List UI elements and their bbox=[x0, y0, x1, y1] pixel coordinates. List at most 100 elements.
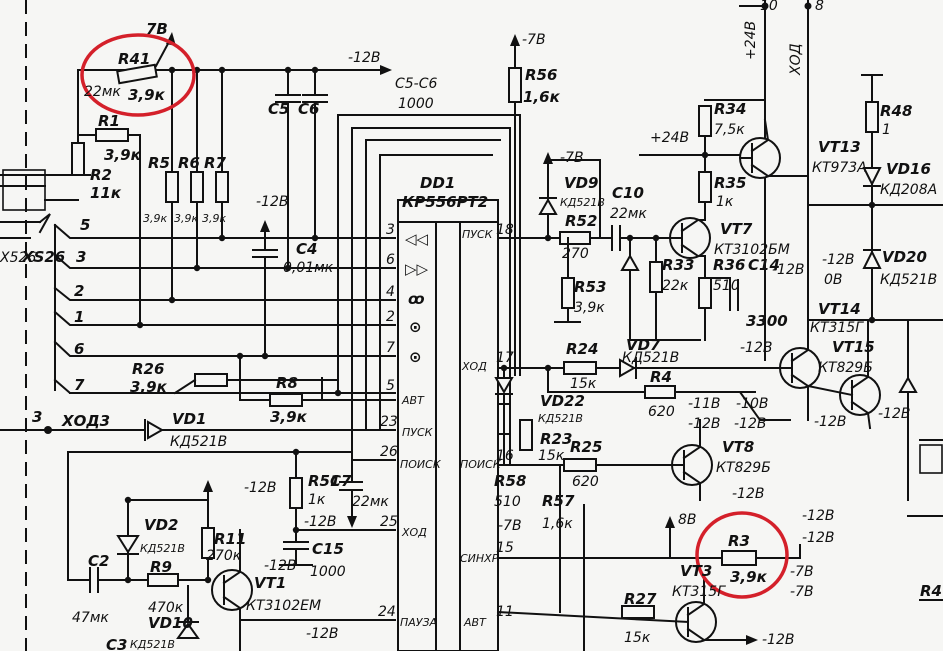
label-minus12-r3b: -12В bbox=[802, 530, 834, 546]
label-VD7-value: КД521В bbox=[622, 350, 679, 366]
label-VD22: VD22 bbox=[540, 392, 585, 410]
label-contact1: 1 bbox=[74, 308, 84, 326]
resistor-R5 bbox=[165, 171, 179, 203]
label-VD10-value: КД521В bbox=[130, 638, 175, 651]
label-C14: C14 bbox=[748, 256, 780, 274]
label-minus7-vd9: -7В bbox=[560, 150, 584, 166]
label-R5-value: 3,9к bbox=[143, 212, 167, 225]
capacitor-C2 bbox=[89, 567, 99, 593]
label-VT14-value: КТ315Г bbox=[810, 320, 864, 336]
resistor-R36 bbox=[698, 277, 712, 309]
func-poisk-right: ПОИСК bbox=[460, 458, 502, 471]
label-R57: R57 bbox=[542, 492, 575, 510]
resistor-R53 bbox=[561, 277, 575, 309]
highlight-ring-R3 bbox=[695, 511, 789, 599]
label-minus12-r4b: -12В bbox=[734, 416, 766, 432]
label-plus24-top: +24В bbox=[743, 21, 759, 60]
label-VD10: VD10 bbox=[148, 614, 193, 632]
label-VT14: VT14 bbox=[818, 300, 861, 318]
resistor-R7 bbox=[215, 171, 229, 203]
label-R3: R3 bbox=[728, 532, 750, 550]
label-n3: 3 bbox=[32, 408, 42, 426]
label-22mk: 22мк bbox=[84, 84, 121, 100]
label-R27: R27 bbox=[624, 590, 657, 608]
resistor-R34 bbox=[698, 105, 712, 137]
label-minus12-vt3: -12В bbox=[762, 632, 794, 648]
label-minus7-r58: -7В bbox=[498, 518, 522, 534]
label-VD20-value: КД521В bbox=[880, 272, 937, 288]
label-minus12-right: -12В bbox=[878, 406, 910, 422]
label-R2: R2 bbox=[90, 166, 112, 184]
label-minus11: -11В bbox=[688, 396, 720, 412]
label-C3: С3 bbox=[106, 636, 127, 651]
label-R26: R26 bbox=[132, 360, 164, 378]
label-minus12-vt14: -12В bbox=[740, 340, 772, 356]
fast-forward-icon: ▷▷ bbox=[405, 260, 429, 278]
func-khod-left: ХОД bbox=[401, 526, 427, 539]
diode-VD16 bbox=[862, 167, 882, 187]
label-R23: R23 bbox=[540, 430, 572, 448]
func-avt-left: АВТ bbox=[401, 394, 425, 407]
label-R35: R35 bbox=[714, 174, 746, 192]
chip-DD1 bbox=[397, 199, 499, 651]
label-C2: C2 bbox=[88, 552, 109, 570]
capacitor-C15 bbox=[283, 541, 309, 550]
label-R6-value: 3,9к bbox=[174, 212, 198, 225]
resistor-R6 bbox=[190, 171, 204, 203]
label-C2-value: 47мк bbox=[72, 610, 109, 626]
label-R25-value: 620 bbox=[572, 474, 599, 490]
label-R3-value: 3,9к bbox=[730, 568, 768, 586]
label-R57-value: 1,6к bbox=[542, 516, 573, 532]
label-contact5: 5 bbox=[80, 216, 90, 234]
resistor-R51 bbox=[289, 477, 303, 509]
transistor-VT8 bbox=[671, 444, 713, 486]
label-VD16-value: КД208А bbox=[880, 182, 937, 198]
label-R36-value: 510 bbox=[713, 278, 740, 294]
label-VD22-value: КД521В bbox=[538, 412, 583, 425]
label-R52-value: 270 bbox=[562, 246, 589, 262]
label-R58: R58 bbox=[494, 472, 526, 490]
resistor-R26 bbox=[194, 373, 228, 387]
resistor-R9 bbox=[147, 573, 179, 587]
label-R9: R9 bbox=[150, 558, 172, 576]
label-R2-value: 11к bbox=[90, 184, 122, 202]
label-C10-value: 22мк bbox=[610, 206, 647, 222]
label-R56: R56 bbox=[525, 66, 557, 84]
label-khod-vertical: ХОД bbox=[788, 43, 804, 76]
func-pauza-left: ПАУЗА bbox=[400, 616, 437, 629]
diode-right-edge bbox=[898, 375, 918, 393]
label-R36: R36 bbox=[713, 256, 745, 274]
pin-18: 18 bbox=[496, 222, 514, 238]
label-pin10: 10 bbox=[760, 0, 778, 14]
pin-15: 15 bbox=[496, 540, 514, 556]
label-8V: 8В bbox=[678, 512, 697, 528]
label-VD9-value: КД521В bbox=[560, 196, 605, 209]
tape-reels-icon: ꝏ bbox=[408, 290, 425, 308]
label-contact7: 7 bbox=[74, 376, 85, 394]
pin-23: 23 bbox=[380, 414, 398, 430]
highlight-ring-R41 bbox=[80, 33, 196, 117]
resistor-R8 bbox=[269, 393, 303, 407]
pin-11: 11 bbox=[496, 604, 514, 620]
pin-16: 16 bbox=[496, 448, 514, 464]
label-R23-value: 15к bbox=[538, 448, 565, 464]
label-C15: C15 bbox=[312, 540, 344, 558]
resistor-R1 bbox=[95, 128, 129, 142]
capacitor-C10 bbox=[611, 225, 621, 251]
diode-VD1 bbox=[144, 419, 165, 441]
label-R7: R7 bbox=[204, 154, 227, 172]
label-minus12-vt7: -12В bbox=[772, 262, 804, 278]
label-R4-edge: R4 bbox=[920, 582, 942, 600]
label-VT13-value: КТ973А bbox=[812, 160, 867, 176]
label-DD1: DD1 bbox=[420, 174, 455, 192]
label-R1-value: 3,9к bbox=[104, 146, 142, 164]
pin-17: 17 bbox=[496, 350, 514, 366]
label-R52: R52 bbox=[565, 212, 597, 230]
label-C4: C4 bbox=[296, 240, 317, 258]
resistor-R11 bbox=[201, 527, 215, 559]
label-VD9: VD9 bbox=[564, 174, 599, 192]
label-R58-value: 510 bbox=[494, 494, 521, 510]
resistor-R25 bbox=[563, 458, 597, 472]
label-VT1: VT1 bbox=[254, 574, 286, 592]
